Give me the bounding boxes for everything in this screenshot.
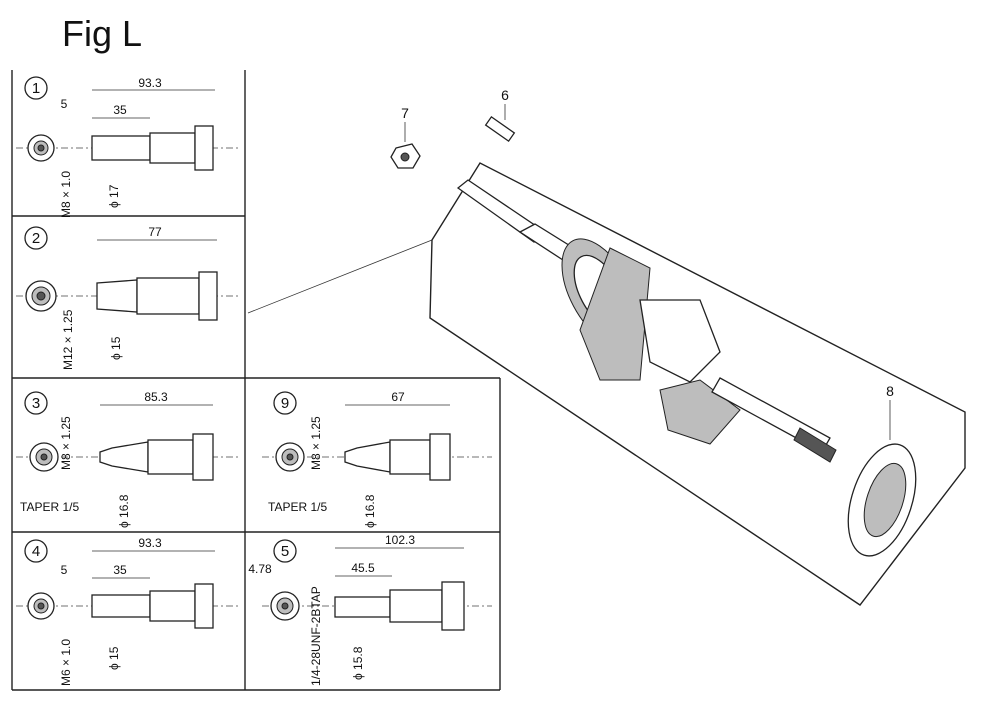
overall-length: 102.3	[385, 533, 415, 547]
thread-spec: M8 × 1.0	[59, 171, 73, 218]
thread-spec: M12 × 1.25	[61, 309, 75, 370]
figure-title: Fig L	[62, 13, 143, 54]
overall-length: 77	[148, 225, 162, 239]
variant-number: 3	[32, 395, 40, 412]
taper-note: TAPER 1/5	[268, 500, 327, 514]
thread-spec: 1/4-28UNF-2BTAP	[309, 586, 323, 686]
offset-length: 5	[61, 97, 68, 111]
variant-number-circle	[273, 391, 297, 415]
offset-length: 5	[61, 563, 68, 577]
panel-grid	[11, 70, 501, 691]
variant-number-circle	[24, 226, 48, 250]
assembly-frame	[429, 162, 966, 606]
variant-9: 9 67 M8 × 1.25 ϕ 16.8 TAPER 1/5	[262, 390, 492, 528]
variant-number-circle	[24, 76, 48, 100]
variant-number-circle	[24, 391, 48, 415]
crank-web	[639, 299, 721, 383]
variant-3: 3 85.3 M8 × 1.25 ϕ 16.8 TAPER 1/5	[16, 390, 238, 528]
shaft-diameter: ϕ 16.8	[117, 494, 131, 528]
variant-4: 4 93.3 35 5 M6 × 1.0 ϕ 15	[16, 536, 238, 686]
offset-length: 4.78	[248, 562, 272, 576]
variant-5: 5 102.3 45.5 4.78 1/4-28UNF-2BTAP ϕ 15.8	[248, 533, 492, 686]
overall-length: 67	[391, 390, 405, 404]
variant-number: 5	[281, 543, 289, 560]
callout-6: 6	[501, 87, 509, 103]
callout-8: 8	[886, 383, 894, 399]
taper-note: TAPER 1/5	[20, 500, 79, 514]
shaft-diameter: ϕ 15	[109, 336, 123, 360]
variant-number: 9	[281, 395, 289, 412]
thread-spec: M6 × 1.0	[59, 639, 73, 686]
variant-number-circle	[273, 539, 297, 563]
thread-spec: M8 × 1.25	[309, 416, 323, 470]
shaft-diameter: ϕ 15	[107, 646, 121, 670]
exploded-view: 6 7 8	[390, 87, 966, 606]
part-6-key	[484, 115, 516, 143]
crank-counterweight	[579, 247, 651, 381]
variant-2: 2 77 M12 × 1.25 ϕ 15	[16, 225, 238, 370]
overall-length: 93.3	[138, 536, 162, 550]
inner-length: 35	[113, 103, 127, 117]
inner-length: 35	[113, 563, 127, 577]
variant-number: 4	[32, 543, 40, 560]
callout-7: 7	[401, 105, 409, 121]
leader-line	[247, 239, 433, 314]
overall-length: 93.3	[138, 76, 162, 90]
shaft-diameter: ϕ 17	[107, 184, 121, 208]
inner-length: 45.5	[351, 561, 375, 575]
variant-1: 1 93.3 35 5 M8 × 1.0 ϕ 17	[16, 76, 238, 218]
overall-length: 85.3	[144, 390, 168, 404]
shaft-diameter: ϕ 16.8	[363, 494, 377, 528]
variant-number: 1	[32, 80, 40, 97]
thread-spec: M8 × 1.25	[59, 416, 73, 470]
variant-number-circle	[24, 539, 48, 563]
shaft-diameter: ϕ 15.8	[351, 646, 365, 680]
shaft-threaded-tip	[793, 427, 837, 463]
variant-number: 2	[32, 230, 40, 247]
